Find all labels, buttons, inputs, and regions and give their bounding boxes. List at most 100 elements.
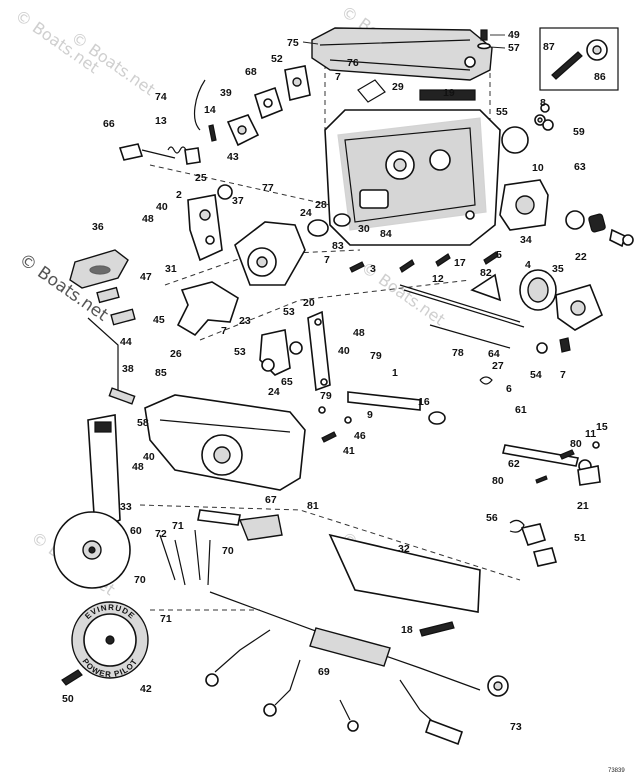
callout-62: 62 xyxy=(508,458,520,470)
callout-1: 1 xyxy=(392,367,398,379)
callout-24-mid: 24 xyxy=(268,386,280,398)
callout-71-low: 71 xyxy=(160,613,172,625)
callout-48-top: 48 xyxy=(142,213,154,225)
callout-52: 52 xyxy=(271,53,283,65)
wheel-42: EVINRUDE POWER PILOT xyxy=(71,601,149,679)
callout-9: 9 xyxy=(367,409,373,421)
callout-64-right: 64 xyxy=(488,348,500,360)
callout-82: 82 xyxy=(480,267,492,279)
callout-50: 50 xyxy=(62,693,74,705)
gear-segment-37 xyxy=(234,221,306,286)
callout-7-right: 7 xyxy=(560,369,566,381)
callout-38: 38 xyxy=(122,363,134,375)
callout-69: 69 xyxy=(318,666,330,678)
switch-39 xyxy=(208,114,260,147)
callout-36: 36 xyxy=(92,221,104,233)
switch-35 xyxy=(555,284,604,331)
callout-55: 55 xyxy=(496,106,508,118)
callout-6: 6 xyxy=(506,383,512,395)
callout-73: 73 xyxy=(510,721,522,733)
figure-code: 73839 xyxy=(608,768,625,774)
callout-46: 46 xyxy=(354,430,366,442)
callout-79-mid: 79 xyxy=(320,390,332,402)
callout-24-top: 24 xyxy=(300,207,312,219)
callout-84: 84 xyxy=(380,228,392,240)
link-20 xyxy=(307,310,331,392)
callout-67: 67 xyxy=(265,494,277,506)
callout-34: 34 xyxy=(520,234,532,246)
callout-29: 29 xyxy=(392,81,404,93)
lever-23 xyxy=(259,329,303,376)
callout-2: 2 xyxy=(176,189,182,201)
screw-49 xyxy=(477,29,491,50)
callout-47: 47 xyxy=(140,271,152,283)
shaft-61 xyxy=(502,444,601,486)
callout-44: 44 xyxy=(120,336,132,348)
callout-75: 75 xyxy=(287,37,299,49)
wheel-back xyxy=(53,511,131,589)
callout-18: 18 xyxy=(401,624,413,636)
lower-housing-85 xyxy=(144,394,306,491)
callout-14: 14 xyxy=(204,104,216,116)
callout-40-low: 40 xyxy=(143,451,155,463)
callout-41: 41 xyxy=(343,445,355,457)
callout-21: 21 xyxy=(577,500,589,512)
callout-11: 11 xyxy=(585,428,596,440)
callout-39: 39 xyxy=(220,87,232,99)
callout-71-top: 71 xyxy=(172,520,184,532)
callout-87: 87 xyxy=(543,41,555,53)
callout-20: 20 xyxy=(303,297,315,309)
callout-48-mid: 48 xyxy=(353,327,365,339)
callout-12: 12 xyxy=(432,273,444,285)
rod-78 xyxy=(429,324,511,349)
callout-78: 78 xyxy=(452,347,464,359)
callout-86: 86 xyxy=(594,71,606,83)
bracket-52 xyxy=(254,65,311,120)
callout-10: 10 xyxy=(532,162,544,174)
callout-28: 28 xyxy=(315,199,327,211)
callout-79-top: 79 xyxy=(370,350,382,362)
callout-40-top: 40 xyxy=(156,201,168,213)
callout-54: 54 xyxy=(530,369,542,381)
callout-16: 16 xyxy=(418,396,430,408)
callout-72: 72 xyxy=(155,528,167,540)
callout-59: 59 xyxy=(573,126,585,138)
callout-30: 30 xyxy=(358,223,370,235)
callout-7-lower: 7 xyxy=(221,325,227,337)
stand-33 xyxy=(87,414,121,532)
housing-19 xyxy=(324,89,501,246)
callout-27: 27 xyxy=(492,360,504,372)
cover-32 xyxy=(328,533,481,613)
callout-26: 26 xyxy=(170,348,182,360)
callout-15: 15 xyxy=(596,421,608,433)
wires-70 xyxy=(159,529,211,586)
callout-23: 23 xyxy=(239,315,251,327)
callout-49: 49 xyxy=(508,29,520,41)
callout-13: 13 xyxy=(155,115,167,127)
clip-56 xyxy=(509,519,525,533)
callout-85: 85 xyxy=(155,367,167,379)
cable-74 xyxy=(193,79,206,131)
callout-17: 17 xyxy=(454,257,466,269)
gauge-4 xyxy=(519,269,557,311)
screw-50 xyxy=(61,669,83,686)
callout-37: 37 xyxy=(232,195,244,207)
callout-48-low: 48 xyxy=(132,461,144,473)
cam-31 xyxy=(176,281,239,337)
callouts: 75 49 57 87 86 52 68 7 76 29 19 74 39 14… xyxy=(62,29,608,733)
cover-36 xyxy=(69,249,129,289)
callout-19: 19 xyxy=(443,87,455,99)
bracket-small xyxy=(197,509,241,526)
bracket-2 xyxy=(187,184,233,262)
callout-65: 65 xyxy=(281,376,293,388)
cable-76 xyxy=(357,79,386,103)
cover-75 xyxy=(311,27,493,81)
callout-77: 77 xyxy=(262,182,274,194)
rod-82 xyxy=(399,284,525,328)
callout-70-left: 70 xyxy=(134,574,146,586)
block-45 xyxy=(110,308,136,326)
pointer-44 xyxy=(87,317,136,405)
callout-80-top: 80 xyxy=(570,438,582,450)
block-47 xyxy=(96,286,120,304)
callout-51: 51 xyxy=(574,532,586,544)
